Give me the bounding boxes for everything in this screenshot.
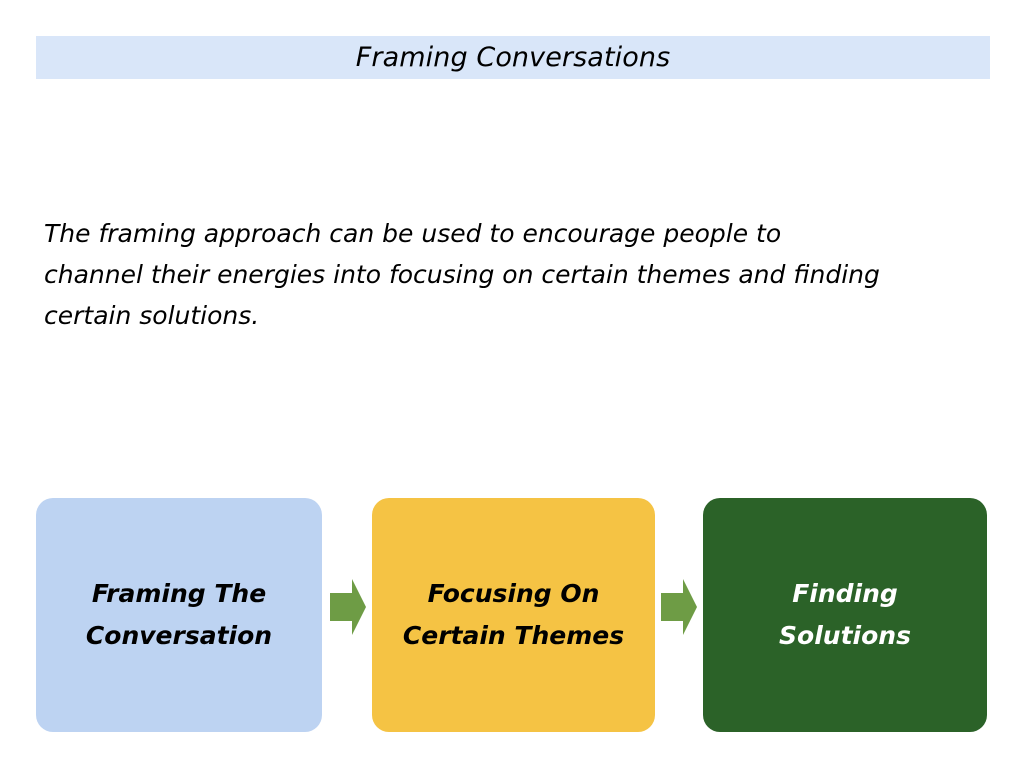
process-box-1-line-2: Conversation xyxy=(85,621,273,650)
arrow-right-icon xyxy=(330,579,366,635)
process-box-framing-the-conversation[interactable]: Framing The Conversation xyxy=(36,498,322,732)
process-box-focusing-on-certain-themes[interactable]: Focusing On Certain Themes xyxy=(372,498,655,732)
process-box-2-line-1: Focusing On xyxy=(427,579,600,608)
arrow-right-icon xyxy=(661,579,697,635)
body-paragraph-line-1: The framing approach can be used to enco… xyxy=(44,219,782,248)
page-title: Framing Conversations xyxy=(355,42,671,73)
process-flow-diagram: Framing The Conversation Focusing On Cer… xyxy=(0,498,1024,732)
process-box-3-line-1: Finding xyxy=(792,579,898,608)
process-box-finding-solutions[interactable]: Finding Solutions xyxy=(703,498,987,732)
process-box-2-line-2: Certain Themes xyxy=(402,621,625,650)
body-paragraph-line-3: certain solutions. xyxy=(44,301,260,330)
process-box-3-line-2: Solutions xyxy=(779,621,911,650)
body-paragraph-line-2: channel their energies into focusing on … xyxy=(44,260,880,289)
process-box-1-line-1: Framing The xyxy=(91,579,267,608)
slide-title-band: Framing Conversations xyxy=(36,36,990,79)
body-paragraph: The framing approach can be used to enco… xyxy=(44,213,994,336)
